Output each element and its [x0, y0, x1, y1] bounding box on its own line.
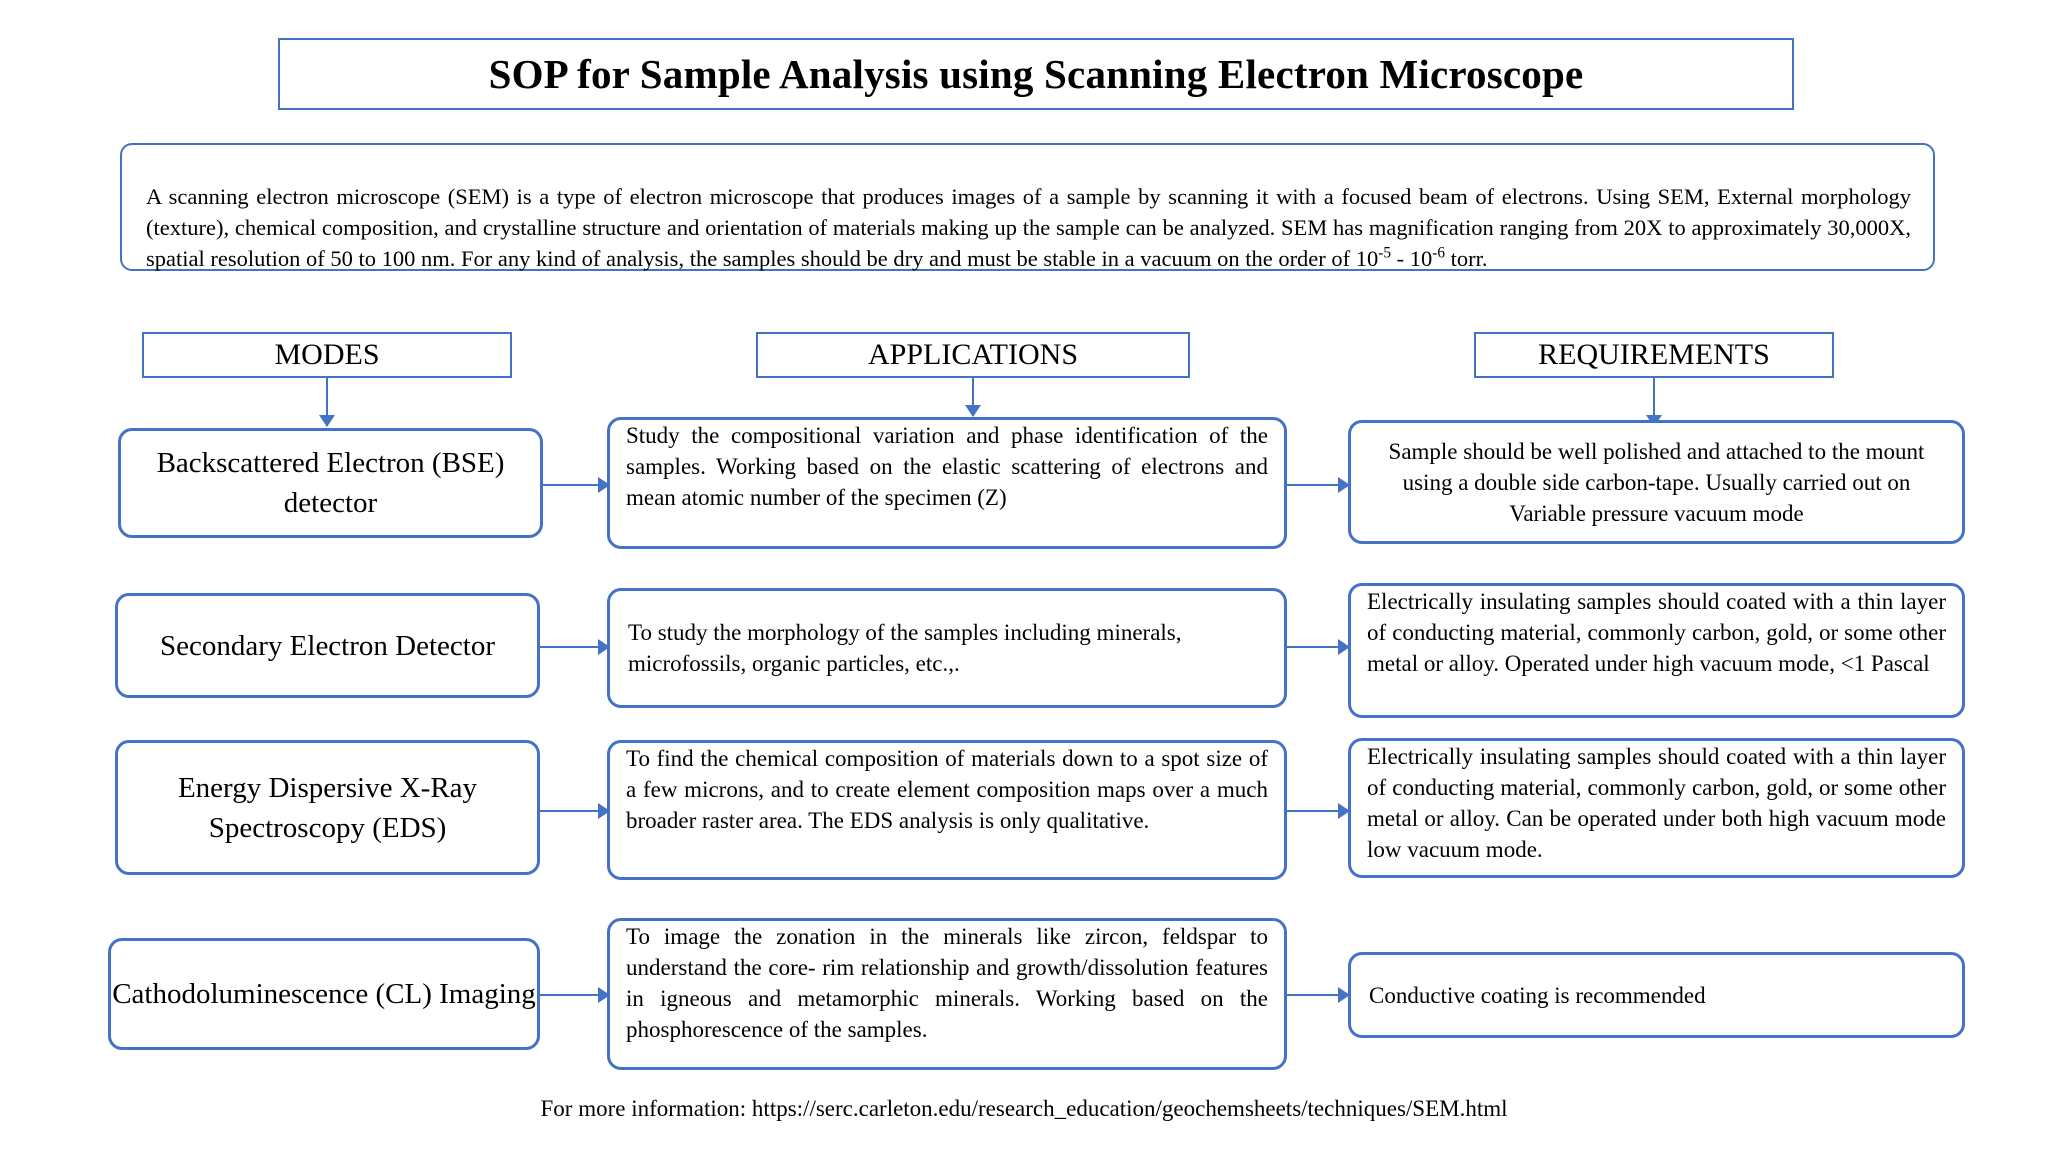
application-box-4-label: To image the zonation in the minerals li… [626, 924, 1268, 1042]
application-box-2: To study the morphology of the samples i… [607, 588, 1287, 708]
arrow-right-row1-application-to-requirement-icon [1287, 484, 1349, 486]
mode-box-3-label: Energy Dispersive X-Ray Spectroscopy (ED… [177, 771, 478, 844]
arrow-right-row4-application-to-requirement-icon [1287, 994, 1349, 996]
arrow-right-row3-application-to-requirement-icon [1287, 810, 1349, 812]
requirement-box-4: Conductive coating is recommended [1348, 952, 1965, 1038]
mode-box-1-label: Backscattered Electron (BSE) detector [156, 447, 505, 519]
column-header-modes: MODES [142, 332, 512, 378]
column-header-requirements: REQUIREMENTS [1474, 332, 1834, 378]
requirement-box-3-label: Electrically insulating samples should c… [1367, 744, 1946, 862]
column-header-applications-label: APPLICATIONS [867, 338, 1079, 371]
mode-box-4: Cathodoluminescence (CL) Imaging [108, 938, 540, 1050]
arrow-right-row2-mode-to-application-icon [540, 646, 609, 648]
requirement-box-2: Electrically insulating samples should c… [1348, 583, 1965, 718]
application-box-4: To image the zonation in the minerals li… [607, 918, 1287, 1070]
intro-text-mid: - 10 [1391, 245, 1433, 271]
requirement-box-1: Sample should be well polished and attac… [1348, 420, 1965, 544]
column-header-applications: APPLICATIONS [756, 332, 1190, 378]
intro-exponent-1: -5 [1378, 244, 1392, 261]
arrow-right-row3-mode-to-application-icon [540, 810, 609, 812]
page-title: SOP for Sample Analysis using Scanning E… [488, 51, 1584, 97]
application-box-3: To find the chemical composition of mate… [607, 740, 1287, 880]
arrow-right-row1-mode-to-application-icon [543, 484, 609, 486]
title-box: SOP for Sample Analysis using Scanning E… [278, 38, 1794, 110]
arrow-down-applications-icon [972, 378, 974, 416]
intro-text-part1: A scanning electron microscope (SEM) is … [146, 183, 1911, 271]
intro-box: A scanning electron microscope (SEM) is … [120, 143, 1935, 271]
application-box-1: Study the compositional variation and ph… [607, 417, 1287, 549]
intro-exponent-2: -6 [1432, 244, 1446, 261]
mode-box-1: Backscattered Electron (BSE) detector [118, 428, 543, 538]
mode-box-2-label: Secondary Electron Detector [160, 629, 495, 662]
requirement-box-2-label: Electrically insulating samples should c… [1367, 589, 1946, 676]
requirement-box-3: Electrically insulating samples should c… [1348, 738, 1965, 878]
application-box-2-label: To study the morphology of the samples i… [628, 620, 1182, 676]
mode-box-2: Secondary Electron Detector [115, 593, 540, 698]
mode-box-4-label: Cathodoluminescence (CL) Imaging [112, 978, 536, 1010]
application-box-1-label: Study the compositional variation and ph… [626, 423, 1268, 510]
intro-paragraph: A scanning electron microscope (SEM) is … [146, 181, 1911, 274]
arrow-right-row2-application-to-requirement-icon [1287, 646, 1349, 648]
column-header-requirements-label: REQUIREMENTS [1538, 338, 1770, 371]
mode-box-3: Energy Dispersive X-Ray Spectroscopy (ED… [115, 740, 540, 875]
intro-text-part2: torr. [1445, 245, 1488, 271]
requirement-box-1-label: Sample should be well polished and attac… [1388, 438, 1925, 526]
requirement-box-4-label: Conductive coating is recommended [1369, 982, 1706, 1008]
arrow-down-requirements-icon [1653, 378, 1655, 426]
arrow-down-modes-icon [326, 378, 328, 426]
application-box-3-label: To find the chemical composition of mate… [626, 746, 1268, 833]
footer-source-note: For more information: https://serc.carle… [540, 1096, 1508, 1121]
column-header-modes-label: MODES [274, 338, 380, 371]
arrow-right-row4-mode-to-application-icon [540, 994, 609, 996]
